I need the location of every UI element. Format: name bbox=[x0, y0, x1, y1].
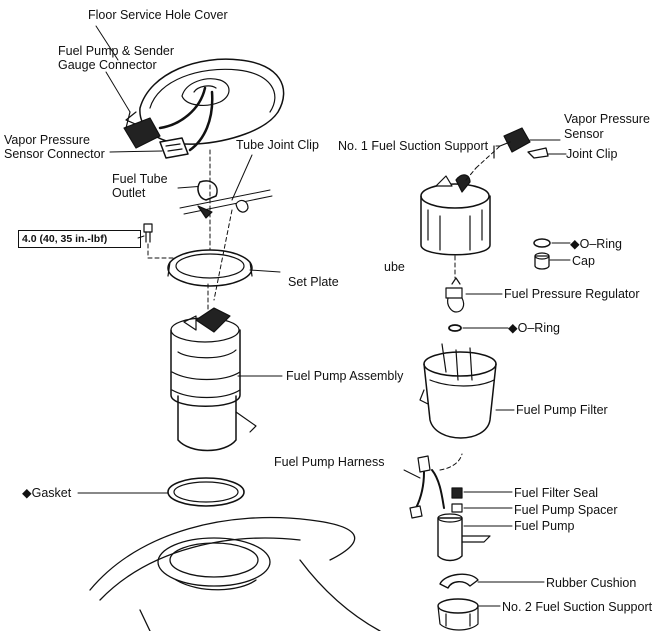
label-fuel-pump-sender-line2: Gauge Connector bbox=[58, 58, 157, 72]
o-ring-cap-drawing bbox=[533, 238, 551, 270]
gasket-drawing bbox=[167, 477, 245, 507]
fuel-tank-drawing bbox=[89, 516, 381, 631]
label-set-plate: Set Plate bbox=[288, 275, 339, 289]
leaders-right bbox=[403, 139, 571, 607]
label-vapor-pressure-sensor-line1: Vapor Pressure bbox=[564, 112, 650, 126]
fuel-pump-filter-drawing bbox=[419, 343, 497, 439]
label-fuel-pump: Fuel Pump bbox=[514, 519, 575, 533]
label-fuel-filter-seal: Fuel Filter Seal bbox=[514, 486, 599, 500]
fuel-tube-outlet-drawing bbox=[179, 180, 273, 219]
vapor-sensor-connector-drawing bbox=[159, 137, 189, 159]
label-fuel-tube-outlet-line1: Fuel Tube bbox=[112, 172, 168, 186]
label-vapor-pressure-sensor-line2: Sensor bbox=[564, 127, 604, 141]
bolt-drawing bbox=[137, 223, 177, 259]
label-tube-fragment: ube bbox=[384, 260, 405, 274]
fuel-pump-sender-connector-drawing bbox=[123, 111, 161, 149]
fuel-pressure-regulator-drawing bbox=[445, 255, 465, 332]
joint-clip-drawing bbox=[527, 147, 549, 159]
leaders-left bbox=[77, 25, 283, 494]
no1-fuel-suction-support-drawing bbox=[420, 145, 501, 256]
label-no1-fuel-suction-support: No. 1 Fuel Suction Support bbox=[338, 139, 489, 153]
label-fuel-pressure-regulator: Fuel Pressure Regulator bbox=[504, 287, 640, 301]
set-plate-drawing bbox=[167, 249, 253, 287]
label-fuel-pump-spacer: Fuel Pump Spacer bbox=[514, 503, 618, 517]
rubber-cushion-drawing bbox=[439, 573, 479, 589]
fuel-filter-seal-spacer-drawing bbox=[451, 487, 463, 513]
guide-lines-left bbox=[207, 149, 233, 319]
label-vapor-sensor-connector-line2: Sensor Connector bbox=[4, 147, 105, 161]
label-floor-service-hole-cover: Floor Service Hole Cover bbox=[88, 8, 228, 22]
no2-fuel-suction-support-drawing bbox=[437, 598, 479, 631]
vapor-pressure-sensor-drawing bbox=[499, 127, 531, 153]
label-joint-clip: Joint Clip bbox=[566, 147, 618, 161]
label-o-ring-1: ◆O–Ring bbox=[570, 237, 622, 251]
label-o-ring-2: ◆O–Ring bbox=[508, 321, 560, 335]
label-rubber-cushion: Rubber Cushion bbox=[546, 576, 637, 590]
label-fuel-pump-sender-line1: Fuel Pump & Sender bbox=[58, 44, 175, 58]
label-tube-joint-clip: Tube Joint Clip bbox=[236, 138, 319, 152]
label-cap: Cap bbox=[572, 254, 595, 268]
label-no2-fuel-suction-support: No. 2 Fuel Suction Support bbox=[502, 600, 653, 614]
label-fuel-pump-filter: Fuel Pump Filter bbox=[516, 403, 608, 417]
torque-spec-box: 4.0 (40, 35 in.-lbf) bbox=[18, 230, 141, 248]
label-fuel-tube-outlet-line2: Outlet bbox=[112, 186, 146, 200]
label-gasket: ◆Gasket bbox=[22, 486, 72, 500]
label-fuel-pump-harness: Fuel Pump Harness bbox=[274, 455, 385, 469]
fuel-pump-assembly-drawing bbox=[170, 307, 257, 452]
fuel-pump-drawing bbox=[437, 513, 491, 562]
fuel-pump-harness-drawing bbox=[409, 453, 463, 519]
label-fuel-pump-assembly: Fuel Pump Assembly bbox=[286, 369, 404, 383]
label-vapor-sensor-connector-line1: Vapor Pressure bbox=[4, 133, 90, 147]
